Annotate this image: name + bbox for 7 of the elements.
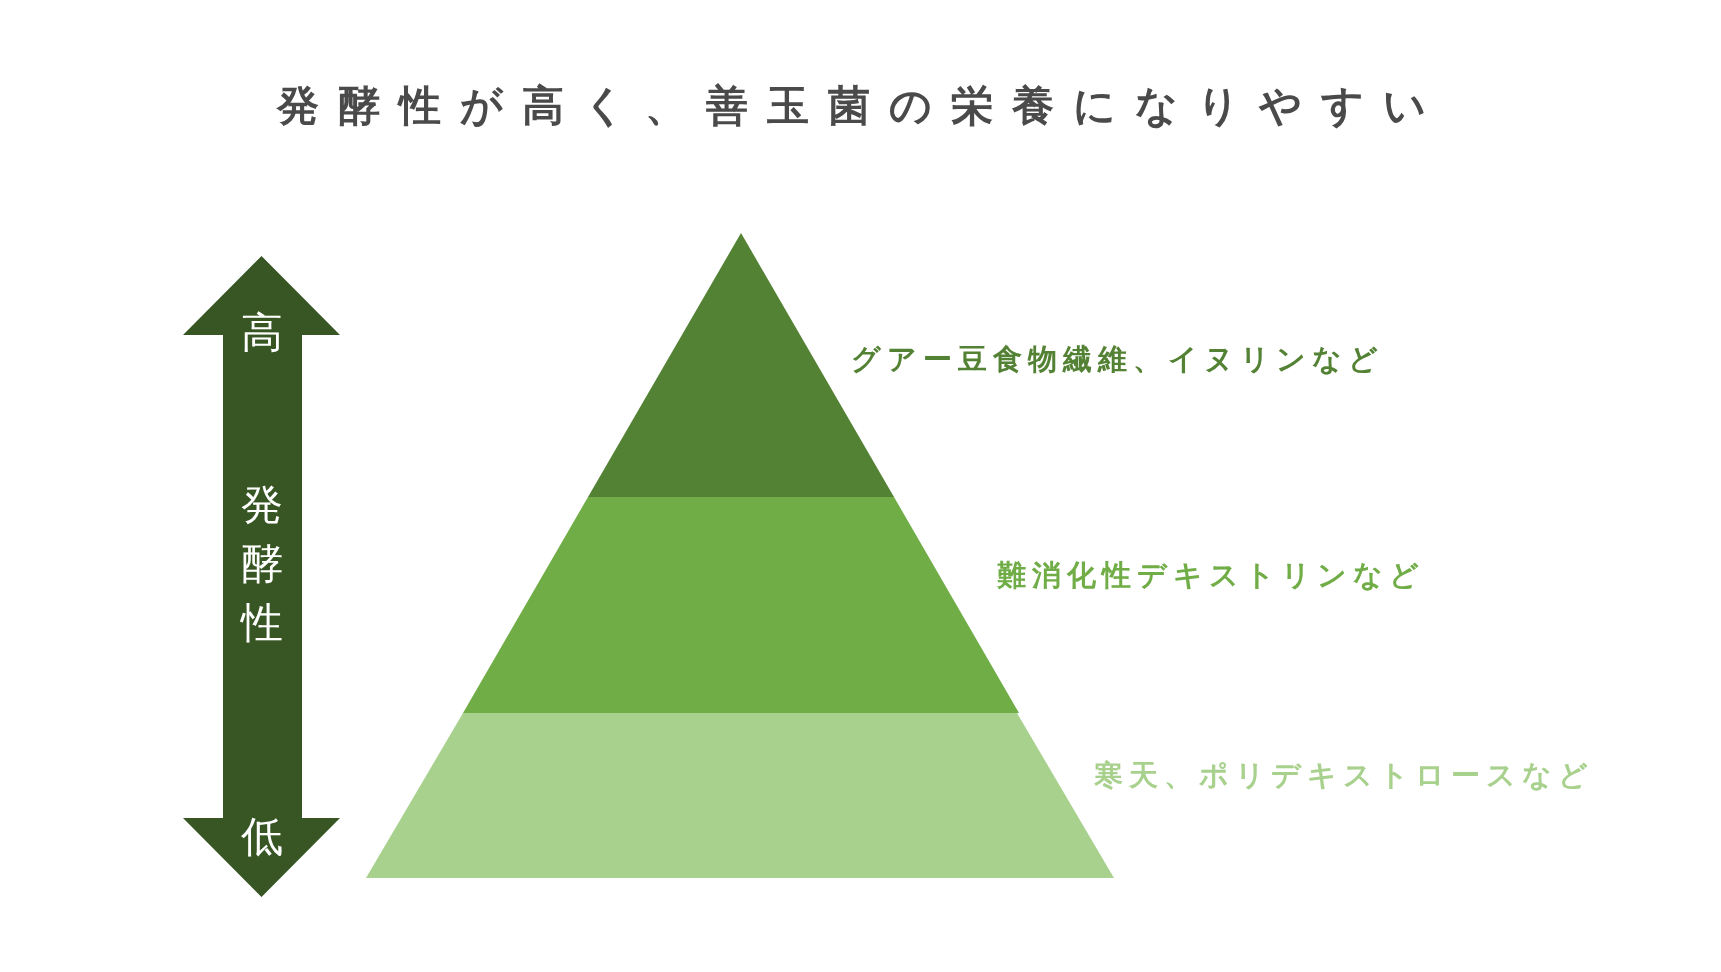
title: 発酵性が高く、善玉菌の栄養になりやすい [275,80,1446,132]
arrow-label: 高 [240,307,283,359]
section-label: 難消化性デキストリンなど [997,557,1425,594]
section-label: 寒天、ポリデキストロースなど [1094,757,1594,794]
section-label: グアー豆食物繊維、イヌリンなど [851,341,1384,378]
arrow-label: 発酵性 [240,479,283,649]
arrow-label: 低 [240,811,283,863]
